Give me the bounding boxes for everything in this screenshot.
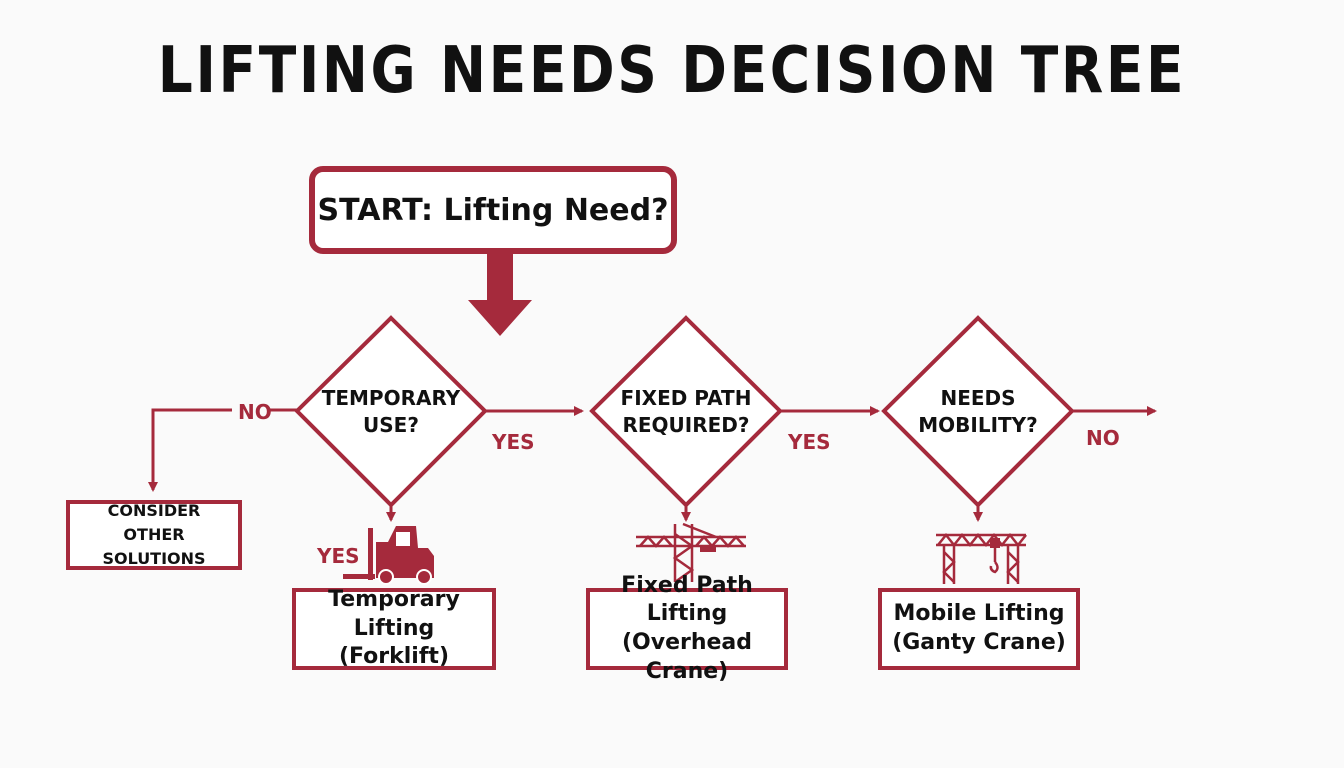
tower-crane-icon <box>636 522 746 584</box>
label-no-right: NO <box>1086 426 1120 450</box>
decision-line1: NEEDS <box>940 386 1016 410</box>
start-down-arrow <box>468 254 532 336</box>
other-solutions-box: CONSIDER OTHER SOLUTIONS <box>66 500 242 570</box>
result-box-forklift: Temporary Lifting (Forklift) <box>292 587 496 670</box>
label-no-left: NO <box>238 400 272 424</box>
result-line2: (Forklift) <box>338 644 449 670</box>
other-line1: CONSIDER <box>107 501 201 520</box>
decision-mobility-text: NEEDS MOBILITY? <box>898 385 1058 439</box>
result-line1: Temporary Lifting <box>328 587 460 641</box>
decision-temporary-text: TEMPORARY USE? <box>311 385 471 439</box>
decision-fixed-path-text: FIXED PATH REQUIRED? <box>606 385 766 439</box>
decision-line2: USE? <box>363 413 419 437</box>
label-yes-2: YES <box>788 430 831 454</box>
decision-line2: REQUIRED? <box>622 413 750 437</box>
result-line1: Fixed Path Lifting <box>621 572 753 627</box>
result-line2: (Overhead Crane) <box>621 630 753 684</box>
result-box-gantry-crane: Mobile Lifting (Ganty Crane) <box>878 588 1080 670</box>
start-box: START: Lifting Need? <box>309 166 677 254</box>
forklift-icon <box>343 526 434 585</box>
result-box-overhead-crane: Fixed Path Lifting (Overhead Crane) <box>586 573 788 684</box>
gantry-crane-icon <box>936 532 1027 584</box>
decision-line1: TEMPORARY <box>321 386 461 410</box>
result-line1: Mobile Lifting <box>893 601 1065 627</box>
label-yes-down: YES <box>317 544 360 568</box>
result-line2: (Ganty Crane) <box>892 630 1066 655</box>
decision-line2: MOBILITY? <box>918 413 1038 437</box>
label-yes-1: YES <box>492 430 535 454</box>
page-title: LIFTING NEEDS DECISION TREE <box>157 34 1187 108</box>
start-label: START: Lifting Need? <box>317 192 669 228</box>
other-line2: OTHER SOLUTIONS <box>102 525 206 568</box>
decision-line1: FIXED PATH <box>620 386 752 410</box>
connector-no-left <box>153 408 297 490</box>
